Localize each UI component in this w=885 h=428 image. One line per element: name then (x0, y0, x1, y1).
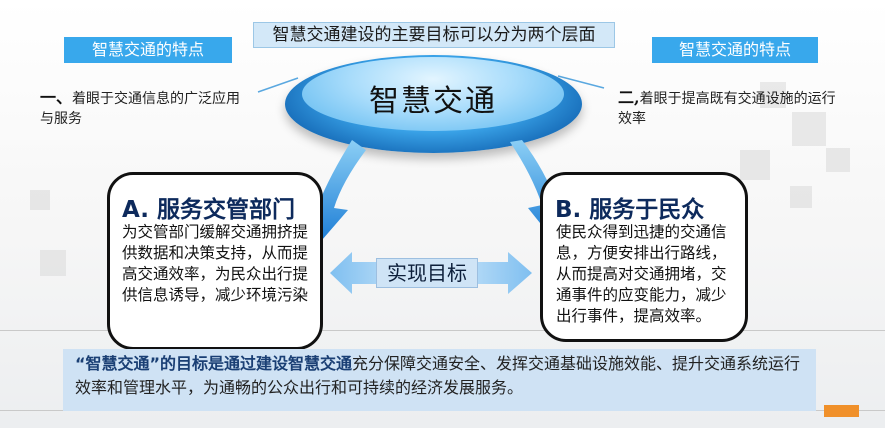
box-a-heading: A. 服务交管部门 (122, 197, 295, 223)
background-block (792, 112, 826, 146)
box-b-body: 使民众得到迅捷的交通信息，方便安排出行路线，从而提高对交通拥堵，交通事件的应变能… (556, 223, 727, 325)
corner-badge (824, 405, 859, 417)
box-b-heading: B. 服务于民众 (555, 197, 705, 223)
top-banner: 智慧交通建设的主要目标可以分为两个层面 (253, 22, 615, 48)
level-one-text: 一、着眼于交通信息的广泛应用与服务 (40, 88, 240, 129)
background-block (826, 148, 850, 172)
box-serve-public (540, 172, 748, 342)
background-block (740, 150, 770, 180)
summary-text: 充分保障交通安全、发挥交通基础设施效能、提升交通系统运行效率和管理水平，为通畅的… (75, 354, 801, 397)
central-platform-top (302, 57, 564, 131)
level-two-marker: 二, (618, 88, 640, 107)
goal-label: 实现目标 (376, 258, 478, 288)
feature-tag-right: 智慧交通的特点 (652, 37, 818, 63)
level-two-text: 二,着眼于提高既有交通设施的运行效率 (618, 88, 838, 129)
background-block (30, 190, 50, 210)
level-one-body: 着眼于交通信息的广泛应用与服务 (40, 91, 241, 127)
level-two-body: 着眼于提高既有交通设施的运行效率 (618, 91, 836, 127)
background-line (0, 330, 885, 331)
summary-highlight: “智慧交通”的目标是通过建设智慧交通 (75, 354, 353, 373)
background-block (40, 250, 66, 276)
box-a-body: 为交管部门缓解交通拥挤提供数据和决策支持，从而提高交通效率，为民众出行提供信息诱… (122, 223, 309, 304)
right-connector (557, 75, 605, 89)
background-block (760, 82, 786, 108)
left-connector (257, 77, 299, 93)
background-block (790, 186, 812, 208)
level-one-marker: 一、 (40, 88, 73, 107)
center-title: 智慧交通 (369, 84, 497, 119)
summary-panel: “智慧交通”的目标是通过建设智慧交通充分保障交通安全、发挥交通基础设施效能、提升… (63, 349, 816, 411)
feature-tag-left: 智慧交通的特点 (64, 37, 232, 63)
box-serve-traffic-management (107, 172, 323, 350)
